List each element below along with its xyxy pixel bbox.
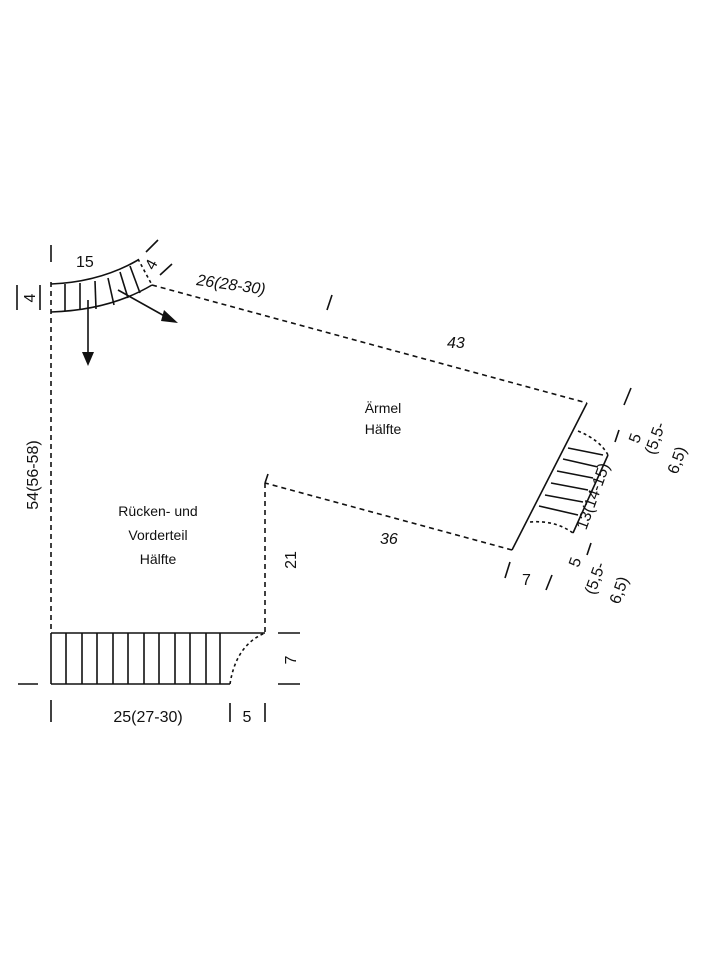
cuff-top-sizes-2: 6,5): [665, 445, 690, 477]
cuff-bottom-sizes-2: 6,5): [607, 575, 632, 607]
sleeve-top-length-label: 43: [447, 335, 465, 352]
tick: [145, 239, 159, 253]
shoulder-label: 26(28-30): [194, 272, 266, 299]
cuff-top-sizes-1: (5,5-: [642, 420, 669, 457]
tick: [159, 263, 173, 276]
tick: [614, 429, 620, 443]
cuff-height-label: 7: [522, 572, 531, 589]
body-side-label: 5: [243, 709, 252, 726]
tick: [586, 542, 592, 556]
cuff-bottom-label: 5: [566, 555, 585, 569]
body-rib: [50, 632, 266, 685]
cuff-width-label: 13(14-15): [574, 461, 614, 532]
sleeve-title-line1: Ärmel: [365, 400, 402, 416]
tick: [545, 574, 553, 591]
neckband-side-label: 4: [142, 257, 161, 273]
body-title-line1: Rücken- und: [118, 503, 197, 519]
body-title-line2: Vorderteil: [128, 527, 187, 543]
tick: [264, 473, 269, 484]
sleeve-cuff: [511, 402, 609, 551]
neckband-width-label: 15: [76, 254, 94, 271]
sleeve-under-length-label: 36: [380, 531, 398, 548]
armhole-label: 21: [283, 551, 300, 569]
sleeve-underarm-line: [264, 482, 513, 551]
neckband-height-label: 4: [22, 293, 39, 302]
body-height-label: 54(56-58): [25, 440, 42, 509]
sleeve-title-line2: Hälfte: [365, 421, 402, 437]
neckband: [50, 258, 178, 366]
sleeve-top-line: [151, 284, 588, 404]
tick: [504, 561, 511, 579]
rib-height-label: 7: [283, 655, 300, 664]
tick: [623, 387, 632, 406]
body-width-label: 25(27-30): [113, 709, 182, 726]
cuff-bottom-sizes-1: (5,5-: [582, 560, 609, 597]
tick: [326, 294, 333, 311]
body-title-line3: Hälfte: [140, 551, 177, 567]
cuff-top-label: 5: [626, 431, 645, 445]
